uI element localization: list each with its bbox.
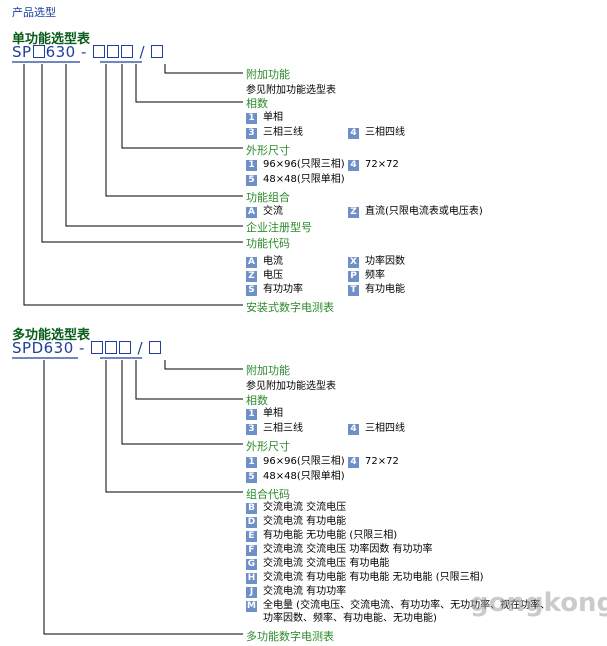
- s1-group-size: 外形尺寸: [246, 144, 290, 157]
- s2-combo-m-continued: 功率因数、频率、有功电能、无功电能): [263, 613, 437, 624]
- s1-group-addon: 附加功能: [246, 68, 290, 81]
- watermark-logo: gongkong: [470, 588, 607, 618]
- s2-group-size: 外形尺寸: [246, 440, 290, 453]
- s1-group-reg: 企业注册型号: [246, 221, 312, 234]
- s2-group-combo: 组合代码: [246, 488, 290, 501]
- s1-group-phase: 相数: [246, 97, 268, 110]
- s1-group-combo: 功能组合: [246, 191, 290, 204]
- section1-title: 单功能选型表: [12, 32, 91, 47]
- section2-title: 多功能选型表: [12, 328, 91, 343]
- s1-group-func: 功能代码: [246, 237, 290, 250]
- s2-group-phase: 相数: [246, 394, 268, 407]
- s1-addon-desc: 参见附加功能选型表: [246, 85, 336, 96]
- page-caption: 产品选型: [12, 6, 56, 19]
- s2-addon-desc: 参见附加功能选型表: [246, 381, 336, 392]
- s1-group-type: 安装式数字电测表: [246, 301, 334, 314]
- s2-group-type: 多功能数字电测表: [246, 630, 334, 643]
- s2-group-addon: 附加功能: [246, 364, 290, 377]
- section2-model-code: SPD630 - /: [12, 339, 162, 357]
